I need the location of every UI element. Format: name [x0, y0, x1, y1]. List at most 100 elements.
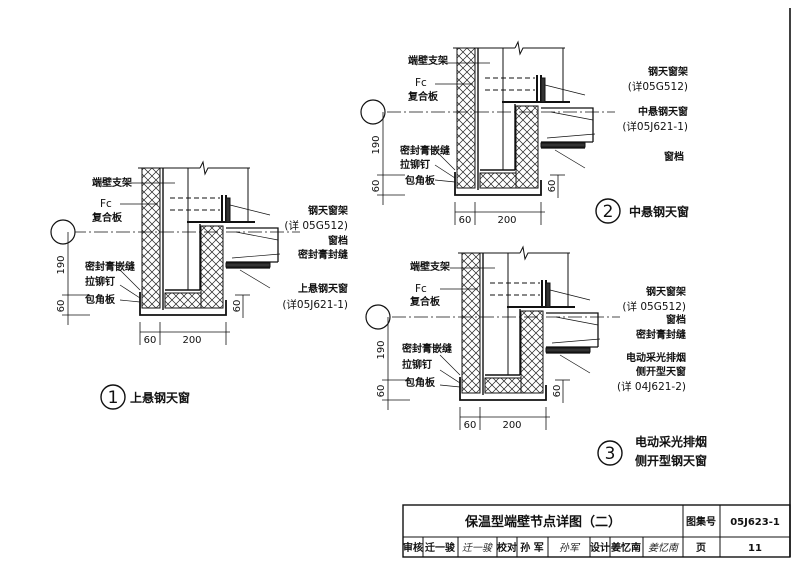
detail-caption: 上悬钢天窗 — [130, 390, 190, 405]
label-window-type: 电动采光排烟 — [626, 351, 686, 364]
label-sealant-joint: 密封膏嵌缝 — [85, 260, 135, 273]
label-window-type-2: 侧开型天窗 — [636, 365, 686, 378]
leader-lines — [119, 182, 281, 303]
break-line — [519, 245, 570, 261]
outer-insulation-panel — [461, 252, 481, 394]
bracket-plate — [540, 77, 546, 103]
detail-number: 3 — [605, 444, 616, 464]
window-sash — [540, 142, 586, 148]
reviewer-name: 迁一骏 — [425, 541, 455, 554]
page-label: 页 — [696, 542, 706, 554]
checker-signature: 孙军 — [559, 542, 581, 554]
dimension-190: 190 — [56, 255, 67, 274]
label-end-wall-support: 端壁支架 — [410, 260, 450, 273]
label-window-stop: 窗档 — [666, 313, 686, 326]
label-sealant-seal: 密封膏封缝 — [298, 248, 348, 261]
inner-insulation-panel — [520, 310, 544, 394]
skylight-window — [226, 227, 279, 269]
bracket-plate — [545, 282, 551, 308]
dimension-60-right: 60 — [232, 300, 243, 313]
inner-insulation-panel — [200, 225, 224, 309]
dimension-200: 200 — [497, 215, 516, 226]
dimension-60-left: 60 — [376, 385, 387, 398]
label-end-wall-support: 端壁支架 — [408, 54, 448, 67]
label-window-type: 中悬钢天窗 — [638, 105, 688, 118]
detail-number: 2 — [603, 202, 614, 222]
title-block-text: 保温型端壁节点详图（二） 图集号 05J623-1 审核 迁一骏 迁一骏 校对 … — [403, 514, 780, 554]
dimension-200: 200 — [502, 420, 521, 431]
label-window-type: 上悬钢天窗 — [298, 282, 348, 295]
dimension-190: 190 — [376, 340, 387, 359]
reviewer-signature: 迁一骏 — [462, 542, 493, 554]
inner-insulation-panel — [515, 105, 539, 189]
dimension-60-bottom: 60 — [144, 335, 157, 346]
bottom-insulation-panel — [479, 172, 517, 189]
label-corner-plate: 包角板 — [85, 293, 116, 306]
corner-plate — [454, 172, 542, 196]
atlas-number: 05J623-1 — [730, 517, 780, 528]
checker-name: 孙 军 — [520, 541, 543, 554]
detail-caption: 中悬钢天窗 — [629, 204, 689, 219]
break-line — [514, 40, 565, 56]
label-composite-panel: 复合板 — [407, 90, 439, 103]
detail-caption: 电动采光排烟 — [635, 434, 707, 449]
hidden-member — [170, 197, 220, 211]
axis-circle — [50, 219, 76, 245]
label-sealant-joint: 密封膏嵌缝 — [402, 342, 452, 355]
dimension-60-right: 60 — [547, 180, 558, 193]
outer-insulation-panel — [456, 47, 476, 189]
label-rivet: 拉铆钉 — [402, 358, 432, 371]
dimension-60-bottom: 60 — [459, 215, 472, 226]
corner-plate — [459, 377, 547, 401]
designer-name: 姜忆南 — [611, 541, 641, 554]
designer-signature: 姜忆南 — [648, 542, 680, 554]
label-corner-plate: 包角板 — [405, 174, 436, 187]
sheet-title: 保温型端壁节点详图（二） — [464, 514, 621, 530]
label-rivet: 拉铆钉 — [85, 275, 115, 288]
hidden-member — [490, 282, 540, 296]
dimension-60-bottom: 60 — [464, 420, 477, 431]
leader-lines — [434, 62, 596, 183]
window-sash — [225, 262, 271, 268]
label-steel-frame: 钢天窗架 — [646, 285, 686, 298]
label-fc: Fc — [100, 198, 112, 210]
label-rivet: 拉铆钉 — [400, 158, 430, 171]
review-label: 审核 — [403, 541, 423, 554]
label-window-ref: (详 04J621-2) — [617, 380, 686, 393]
label-ref: (详 05G512) — [284, 219, 348, 232]
hidden-member — [485, 77, 535, 91]
label-end-wall-support: 端壁支架 — [92, 176, 132, 189]
label-sealant-joint: 密封膏嵌缝 — [400, 144, 450, 157]
check-label: 校对 — [497, 541, 517, 554]
page-number: 11 — [748, 543, 762, 554]
skylight-window — [546, 312, 599, 354]
label-window-ref: (详05J621-1) — [282, 298, 348, 311]
title-block — [402, 504, 791, 558]
skylight-window — [541, 107, 594, 149]
break-line — [199, 160, 250, 176]
atlas-label: 图集号 — [686, 515, 716, 528]
dimension-60-left: 60 — [371, 180, 382, 193]
label-corner-plate: 包角板 — [405, 376, 436, 389]
label-steel-frame: 钢天窗架 — [308, 204, 348, 217]
corner-plate — [139, 292, 227, 316]
label-ref: (详05G512) — [628, 80, 688, 93]
label-fc: Fc — [415, 77, 427, 89]
label-composite-panel: 复合板 — [409, 295, 441, 308]
bottom-insulation-panel — [484, 377, 522, 394]
dimension-190: 190 — [371, 135, 382, 154]
detail-number-circle — [100, 384, 126, 410]
outer-insulation-panel — [141, 167, 161, 309]
detail-number-circle — [595, 198, 621, 224]
dimension-60-right: 60 — [552, 385, 563, 398]
label-sealant-seal: 密封膏封缝 — [636, 328, 686, 341]
detail-2-labels: 端壁支架 Fc 复合板 密封膏嵌缝 拉铆钉 包角板 钢天窗架 (详05G512)… — [400, 54, 689, 224]
window-sash — [545, 347, 591, 353]
label-window-stop: 窗档 — [328, 234, 348, 247]
bracket-plate — [225, 197, 231, 223]
leader-lines — [439, 267, 601, 388]
design-label: 设计 — [590, 541, 610, 554]
label-steel-frame: 钢天窗架 — [648, 65, 688, 78]
detail-number-circle — [597, 440, 623, 466]
